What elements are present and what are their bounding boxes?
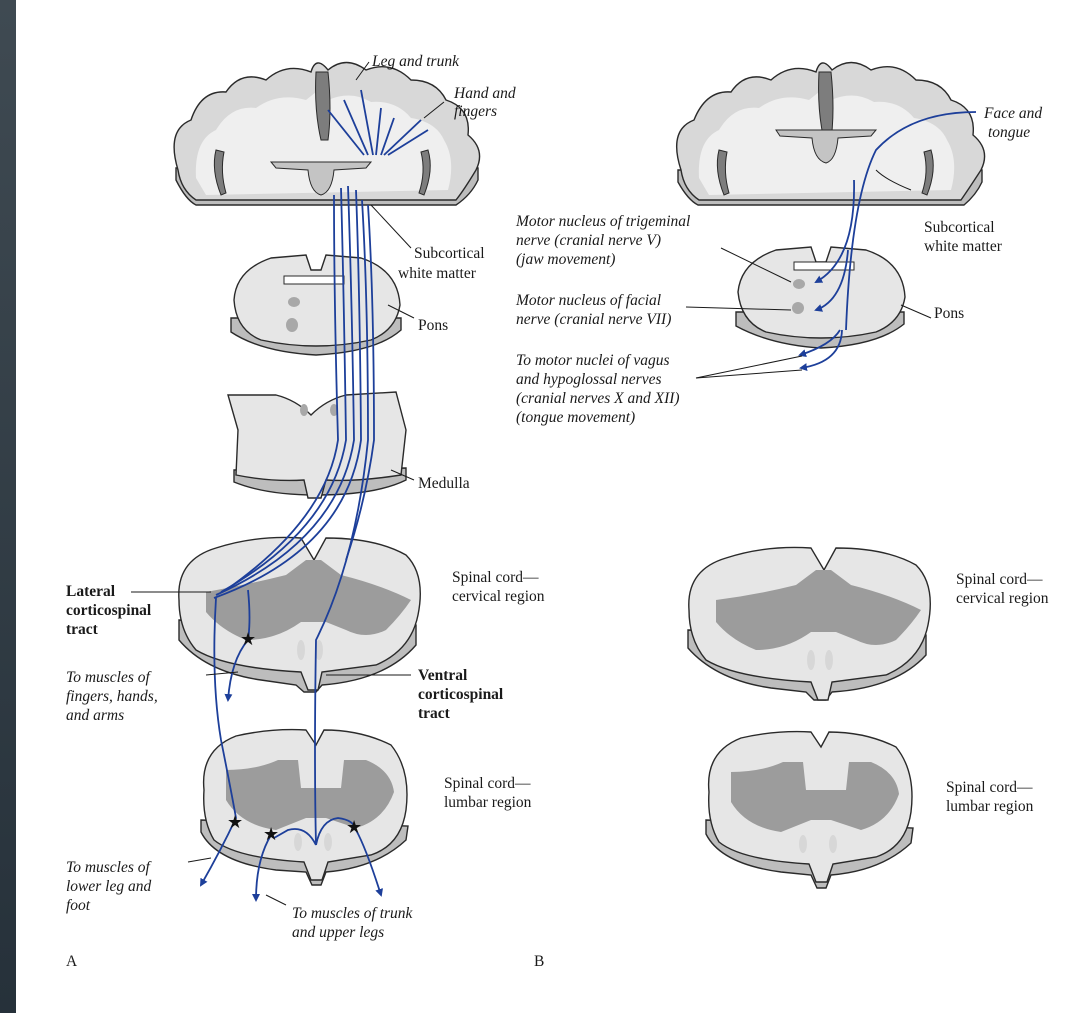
label-subcortical-a-1: Subcortical [414, 245, 485, 262]
panel-b-letter: B [534, 953, 544, 970]
label-trigeminal-1: Motor nucleus of trigeminal [515, 213, 690, 230]
label-fingers-1: To muscles of [66, 669, 153, 686]
label-vagus-4: (tongue movement) [516, 409, 635, 426]
label-lateral-1: Lateral [66, 583, 116, 600]
label-cervical-b-1: Spinal cord— [956, 571, 1043, 588]
panel-b: Face and tongue Subcortical white matter… [515, 63, 1049, 971]
label-subcortical-a-2: white matter [398, 265, 477, 282]
label-lumbar-b-1: Spinal cord— [946, 779, 1033, 796]
label-lumbar-a-2: lumbar region [444, 794, 532, 811]
cervical-cord-b [688, 547, 930, 700]
label-trunk-1: To muscles of trunk [292, 905, 414, 922]
figure-canvas: ★ ★ ★ ★ Leg and trunk Hand and fingers S… [16, 0, 1071, 1013]
label-face-tongue-1: Face and [983, 105, 1042, 122]
label-vagus-2: and hypoglossal nerves [516, 371, 662, 388]
label-subcortical-b-1: Subcortical [924, 219, 995, 236]
panel-a: ★ ★ ★ ★ Leg and trunk Hand and fingers S… [66, 53, 545, 970]
label-trigeminal-2: nerve (cranial nerve V) [516, 232, 661, 249]
label-subcortical-b-2: white matter [924, 238, 1003, 255]
label-lumbar-b-2: lumbar region [946, 798, 1034, 815]
label-facial-1: Motor nucleus of facial [515, 292, 661, 309]
panel-a-letter: A [66, 953, 78, 970]
svg-text:★: ★ [227, 812, 243, 832]
label-lower-leg-2: lower leg and [66, 878, 151, 895]
label-ventral-1: Ventral [418, 667, 468, 684]
brain-section-a [174, 63, 479, 206]
svg-text:★: ★ [346, 817, 362, 837]
label-pons-a: Pons [418, 317, 448, 334]
label-hand-fingers-2: fingers [454, 103, 497, 120]
label-trigeminal-3: (jaw movement) [516, 251, 615, 268]
label-vagus-3: (cranial nerves X and XII) [516, 390, 680, 407]
label-hand-fingers-1: Hand and [453, 85, 516, 102]
medulla-section-a [228, 392, 406, 498]
lumbar-cord-a [201, 730, 408, 885]
svg-text:★: ★ [240, 629, 256, 649]
label-fingers-2: fingers, hands, [66, 688, 158, 705]
lumbar-cord-b [706, 732, 913, 888]
brain-section-b [677, 63, 985, 206]
label-ventral-3: tract [418, 705, 451, 722]
label-ventral-2: corticospinal [418, 686, 504, 703]
pons-section-a [231, 255, 401, 355]
label-medulla-a: Medulla [418, 475, 470, 492]
motor-pathways-diagram: ★ ★ ★ ★ Leg and trunk Hand and fingers S… [16, 0, 1071, 1013]
label-pons-b: Pons [934, 305, 964, 322]
label-face-tongue-2: tongue [988, 124, 1030, 141]
label-vagus-1: To motor nuclei of vagus [516, 352, 670, 369]
label-lower-leg-1: To muscles of [66, 859, 153, 876]
label-lower-leg-3: foot [66, 897, 91, 914]
label-cervical-a-2: cervical region [452, 588, 545, 605]
label-leg-and-trunk: Leg and trunk [371, 53, 460, 70]
label-cervical-b-2: cervical region [956, 590, 1049, 607]
label-fingers-3: and arms [66, 707, 124, 724]
label-lateral-3: tract [66, 621, 99, 638]
pons-section-b [736, 247, 905, 348]
svg-text:★: ★ [263, 824, 279, 844]
label-trunk-2: and upper legs [292, 924, 384, 941]
label-lateral-2: corticospinal [66, 602, 152, 619]
label-lumbar-a-1: Spinal cord— [444, 775, 531, 792]
label-cervical-a-1: Spinal cord— [452, 569, 539, 586]
label-facial-2: nerve (cranial nerve VII) [516, 311, 671, 328]
